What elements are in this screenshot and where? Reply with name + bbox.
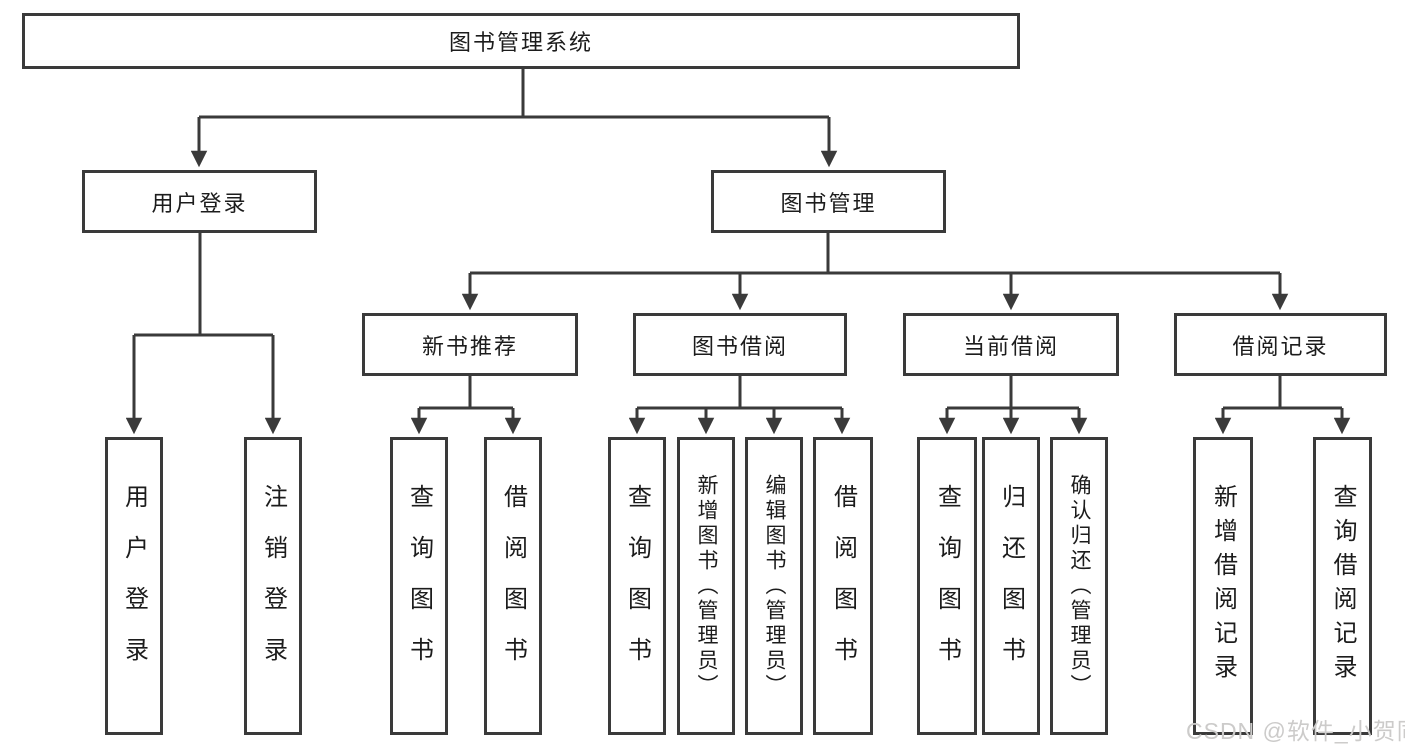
leaf-bw-borrow-books-label: 借阅图书 — [829, 484, 857, 688]
leaf-bw-borrow-books: 借阅图书 — [813, 437, 873, 735]
leaf-cur-confirm-return-label: 确认归还（管理员） — [1068, 473, 1091, 699]
leaf-rec-query-record-label: 查询借阅记录 — [1329, 484, 1356, 688]
node-user-login-branch: 用户登录 — [82, 170, 317, 233]
leaf-bw-query-books: 查询图书 — [608, 437, 666, 735]
leaf-cur-query-books: 查询图书 — [917, 437, 977, 735]
node-new-books-label: 新书推荐 — [421, 333, 518, 359]
leaf-nb-query-books: 查询图书 — [390, 437, 448, 735]
leaf-bw-add-books-label: 新增图书（管理员） — [695, 473, 718, 699]
connector-borrow-records-rail — [1223, 376, 1342, 410]
leaf-cur-return-books: 归还图书 — [982, 437, 1040, 735]
leaf-nb-query-books-label: 查询图书 — [405, 484, 433, 688]
leaf-nb-borrow-books: 借阅图书 — [484, 437, 542, 735]
leaf-logout-label: 注销登录 — [259, 484, 287, 688]
connector-new-books-rail — [419, 376, 513, 410]
leaf-rec-add-record-label: 新增借阅记录 — [1209, 484, 1237, 688]
csdn-watermark: CSDN @软件_小贺同学 — [1186, 718, 1405, 744]
connector-current-borrow-rail — [947, 376, 1079, 410]
node-book-mgmt-label: 图书管理 — [780, 190, 877, 216]
leaf-bw-edit-books-label: 编辑图书（管理员） — [763, 473, 786, 699]
node-new-books: 新书推荐 — [362, 313, 578, 376]
connector-borrowing-rail — [637, 376, 842, 410]
leaf-bw-add-books: 新增图书（管理员） — [677, 437, 735, 735]
connector-root-rail — [199, 69, 829, 119]
node-root-system: 图书管理系统 — [22, 13, 1020, 69]
leaf-login: 用户登录 — [105, 437, 163, 735]
node-user-login-label: 用户登录 — [151, 190, 248, 216]
connector-book-mgmt-rail — [470, 233, 1280, 275]
node-current-borrow-label: 当前借阅 — [962, 333, 1059, 359]
leaf-cur-return-books-label: 归还图书 — [997, 484, 1025, 688]
leaf-rec-query-record: 查询借阅记录 — [1313, 437, 1372, 735]
connector-user-login-rail — [134, 233, 273, 337]
leaf-logout: 注销登录 — [244, 437, 302, 735]
leaf-bw-edit-books: 编辑图书（管理员） — [745, 437, 803, 735]
node-borrow-records-label: 借阅记录 — [1232, 333, 1329, 359]
node-borrow-records: 借阅记录 — [1174, 313, 1387, 376]
leaf-cur-confirm-return: 确认归还（管理员） — [1050, 437, 1108, 735]
leaf-bw-query-books-label: 查询图书 — [623, 484, 651, 688]
node-borrowing: 图书借阅 — [633, 313, 847, 376]
node-root-label: 图书管理系统 — [448, 30, 593, 55]
leaf-nb-borrow-books-label: 借阅图书 — [499, 484, 527, 688]
node-borrowing-label: 图书借阅 — [691, 333, 788, 359]
leaf-rec-add-record: 新增借阅记录 — [1193, 437, 1253, 735]
leaf-cur-query-books-label: 查询图书 — [933, 484, 961, 688]
node-book-mgmt-branch: 图书管理 — [711, 170, 946, 233]
leaf-login-label: 用户登录 — [120, 484, 148, 688]
node-current-borrow: 当前借阅 — [903, 313, 1119, 376]
